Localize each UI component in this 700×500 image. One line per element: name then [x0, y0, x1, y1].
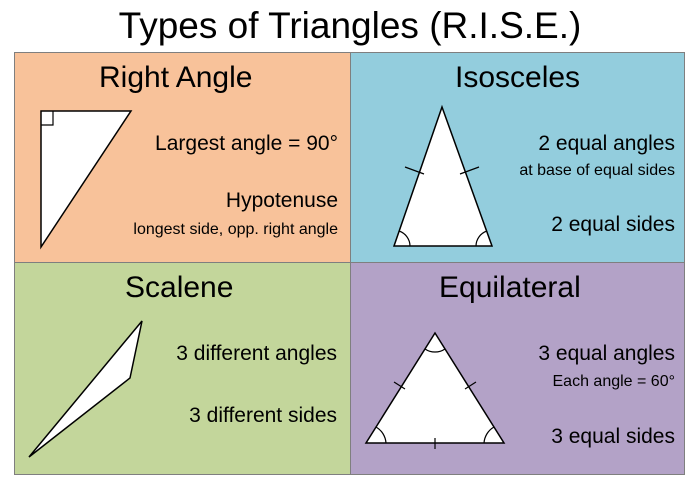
equilateral-triangle-icon	[364, 331, 506, 449]
card-line-2: at base of equal sides	[519, 162, 675, 179]
card-isosceles: Isosceles 2 equal angles at base of equa…	[351, 53, 684, 263]
card-line-1: 2 equal angles	[538, 132, 675, 155]
card-heading: Isosceles	[455, 61, 581, 94]
card-line-3: longest side, opp. right angle	[133, 221, 338, 238]
card-line-2: Each angle = 60°	[552, 373, 676, 390]
card-line-1: 3 equal angles	[538, 342, 675, 365]
card-scalene: Scalene 3 different angles 3 different s…	[15, 263, 351, 474]
card-heading: Equilateral	[439, 271, 581, 304]
card-line-2: 3 different sides	[189, 404, 337, 427]
card-line-3: 2 equal sides	[551, 213, 675, 236]
card-equilateral: Equilateral 3 equal angles Each angle = …	[351, 263, 684, 474]
card-line-1: Largest angle = 90°	[155, 132, 338, 155]
scalene-triangle-icon	[28, 320, 143, 458]
card-right-angle: Right Angle Largest angle = 90° Hypotenu…	[15, 53, 351, 263]
card-line-3: 3 equal sides	[551, 425, 675, 448]
card-line-1: 3 different angles	[176, 342, 337, 365]
card-heading: Scalene	[125, 271, 234, 304]
triangle-types-grid: Right Angle Largest angle = 90° Hypotenu…	[14, 52, 685, 475]
card-line-2: Hypotenuse	[225, 189, 338, 212]
isosceles-triangle-icon	[392, 104, 494, 247]
card-heading: Right Angle	[99, 61, 253, 94]
right-triangle-icon	[40, 110, 133, 250]
page-title: Types of Triangles (R.I.S.E.)	[118, 5, 582, 46]
